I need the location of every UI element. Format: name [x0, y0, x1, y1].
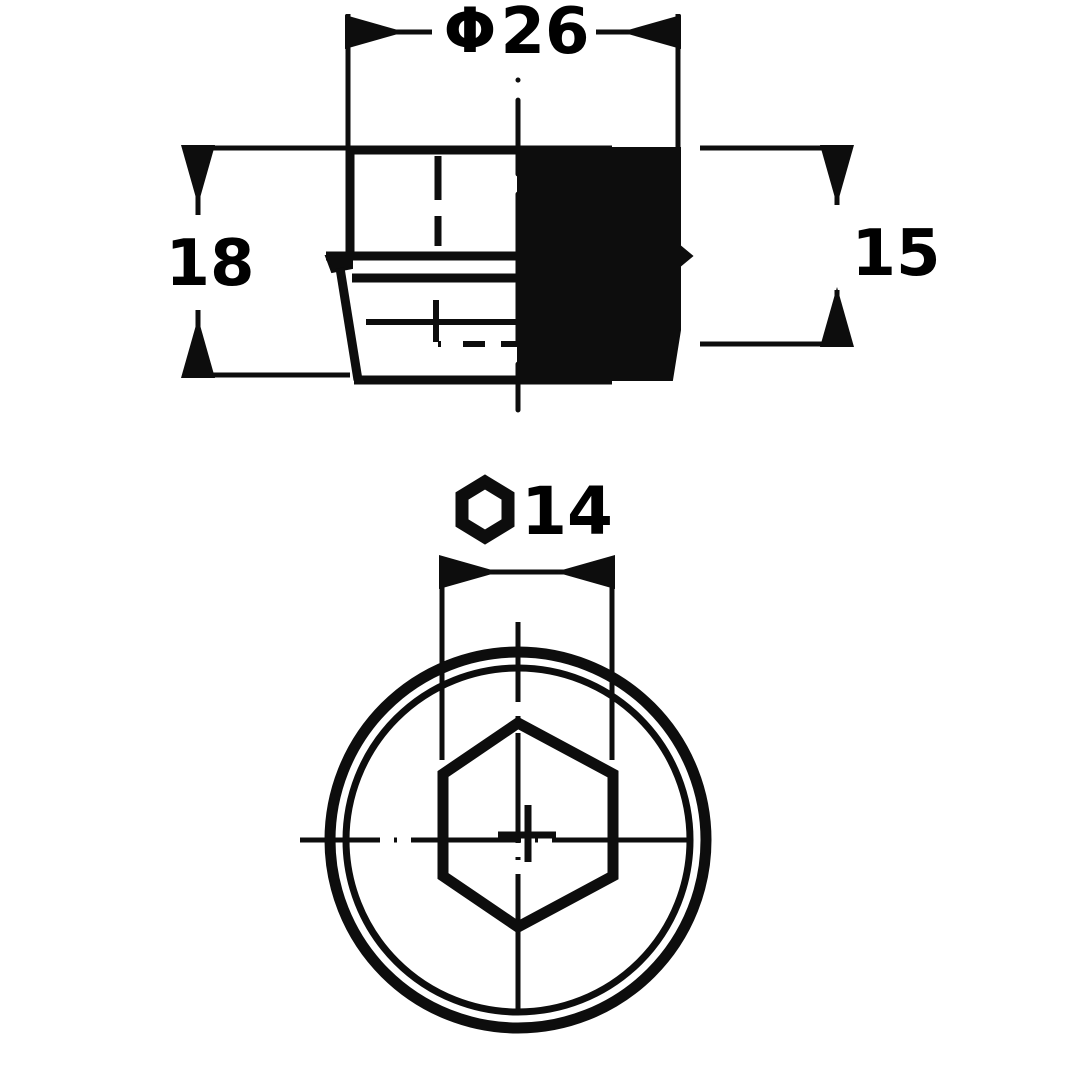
outer-circle [324, 646, 712, 1034]
inner-circle [342, 664, 694, 1016]
section-solid-right-half [517, 147, 694, 381]
outline-body-left-wall [335, 267, 363, 381]
dimension-label-dia26-symbol: Φ [444, 0, 497, 67]
plan-view: 14 [300, 473, 740, 1066]
sectional-side-view: Φ 26 18 15 [165, 0, 941, 413]
dimension-label-hex14: 14 [521, 473, 613, 550]
dimension-label-dia26-value: 26 [500, 0, 589, 69]
outline-chamfer-left [324, 255, 353, 274]
dimension-label-h15: 15 [851, 217, 940, 291]
dimension-label-h18: 18 [165, 227, 254, 301]
hexagon-symbol-icon [455, 474, 515, 545]
hexagon-socket [437, 716, 619, 934]
